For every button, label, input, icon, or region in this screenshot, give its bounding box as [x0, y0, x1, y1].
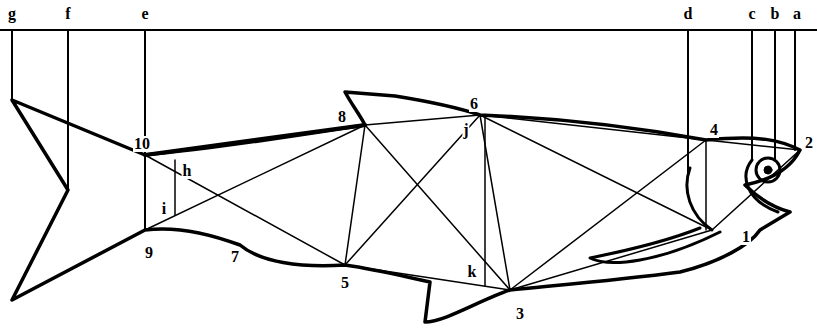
landmark-label: 9 — [144, 245, 154, 261]
landmark-label: 8 — [337, 109, 347, 125]
landmark-label: d — [683, 6, 694, 22]
landmark-label: 6 — [469, 96, 479, 112]
landmark-label: a — [792, 6, 802, 22]
landmark-label: g — [7, 6, 17, 22]
landmark-label: 2 — [804, 135, 814, 151]
landmark-label: 3 — [515, 306, 525, 322]
landmark-label: 10 — [133, 136, 151, 152]
landmark-label: k — [467, 264, 478, 280]
landmark-label: e — [140, 6, 149, 22]
landmark-label: c — [747, 6, 756, 22]
reference-line — [0, 29, 817, 31]
landmark-label: b — [770, 6, 781, 22]
landmark-label: 4 — [709, 122, 719, 138]
landmark-label: j — [462, 122, 469, 138]
truss-lines — [145, 115, 800, 290]
landmark-label: h — [182, 163, 193, 179]
landmark-label: f — [64, 6, 71, 22]
landmark-label: 5 — [340, 275, 350, 291]
landmark-label: i — [161, 201, 167, 217]
fish-outline — [12, 92, 800, 322]
landmark-label: 7 — [230, 249, 240, 265]
landmark-label: 1 — [741, 229, 751, 245]
